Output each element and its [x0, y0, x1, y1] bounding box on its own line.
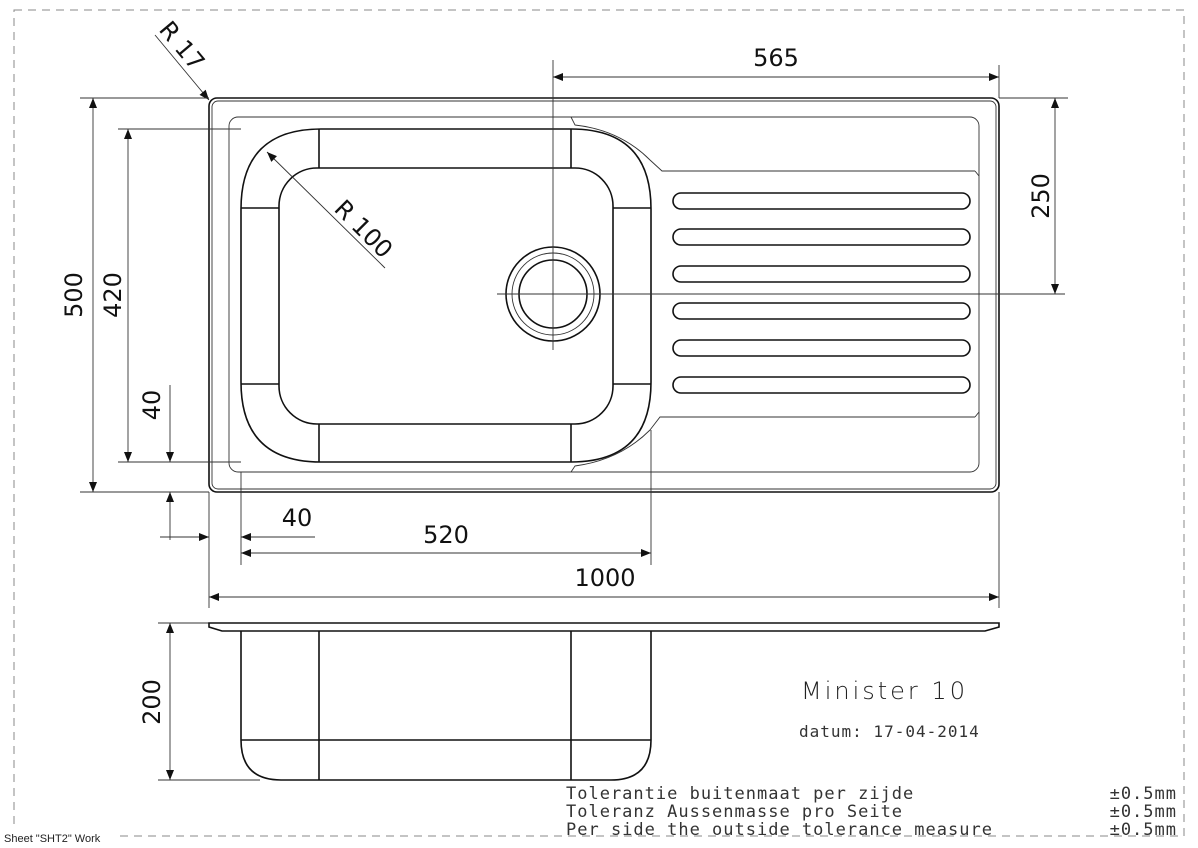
sink-side-view [208, 622, 1000, 781]
drawing-title: Minister 10 [801, 677, 968, 705]
drain [497, 60, 1065, 350]
drainboard-grooves [672, 192, 971, 394]
tolerance-de: Toleranz Aussenmasse pro Seite [566, 802, 903, 822]
dim-overall-depth: 500 [60, 272, 88, 318]
dim-offset-left: 40 [282, 504, 313, 532]
sheet-border [13, 9, 1185, 837]
dim-overall-width: 1000 [574, 564, 635, 592]
dim-bowl-width: 520 [423, 521, 469, 549]
drawing-date: datum: 17-04-2014 [799, 722, 980, 741]
dim-drain-from-top: 250 [1027, 173, 1055, 219]
dim-bowl-radius: R 100 [329, 194, 398, 263]
dim-bowl-depth: 420 [99, 272, 127, 318]
tolerance-nl-value: ±0.5mm [1110, 784, 1177, 804]
sheet-label: Sheet "SHT2" Work [4, 833, 101, 845]
dim-offset-bottom: 40 [138, 390, 166, 421]
dim-corner-radius: R 17 [153, 16, 210, 76]
sink-top-view [208, 60, 1065, 493]
tolerance-en-value: ±0.5mm [1110, 820, 1177, 840]
tolerance-en: Per side the outside tolerance measure [566, 820, 993, 840]
dimensions [80, 34, 1068, 781]
dim-drain-from-right: 565 [753, 44, 799, 72]
tolerance-nl: Tolerantie buitenmaat per zijde [566, 784, 914, 804]
dim-bowl-height: 200 [138, 679, 166, 725]
tolerance-de-value: ±0.5mm [1110, 802, 1177, 822]
